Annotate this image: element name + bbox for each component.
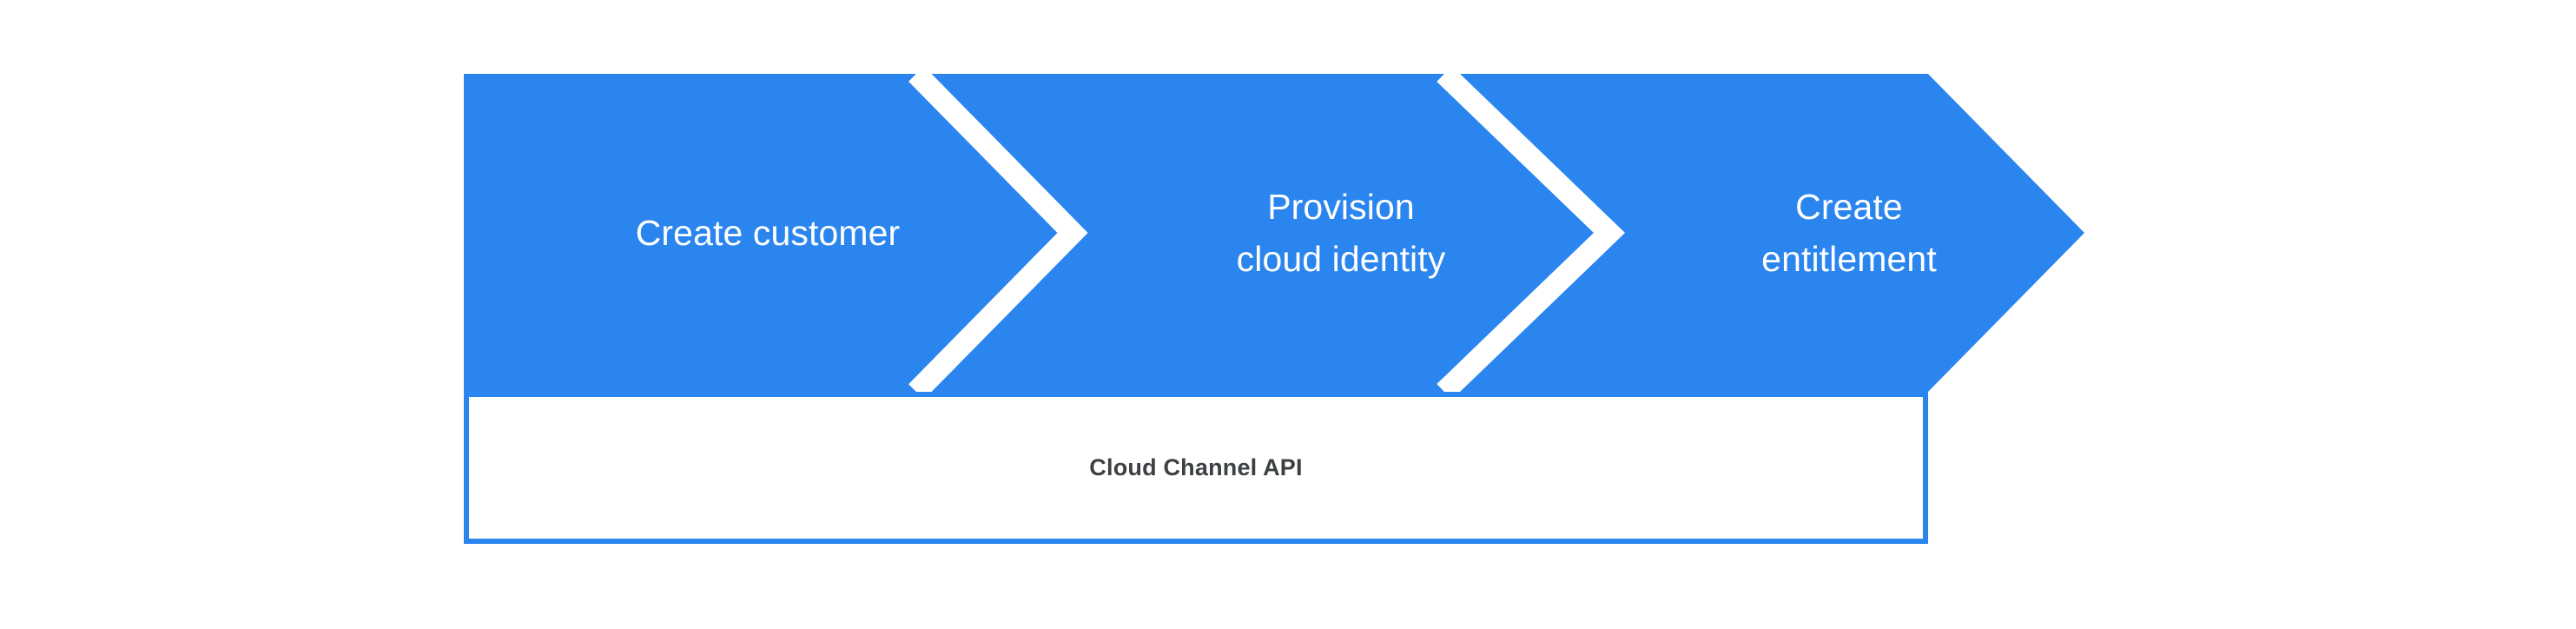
chevron-separator-2 [1437,74,1626,392]
chevron-separator-1 [908,74,1088,392]
chevron-band [464,74,2084,392]
process-flow-diagram: Create customer Provision cloud identity… [464,74,2084,544]
chevron-band-shape [464,74,2084,392]
cloud-channel-api-label: Cloud Channel API [1089,454,1303,480]
cloud-channel-api-box: Cloud Channel API [464,392,1928,544]
